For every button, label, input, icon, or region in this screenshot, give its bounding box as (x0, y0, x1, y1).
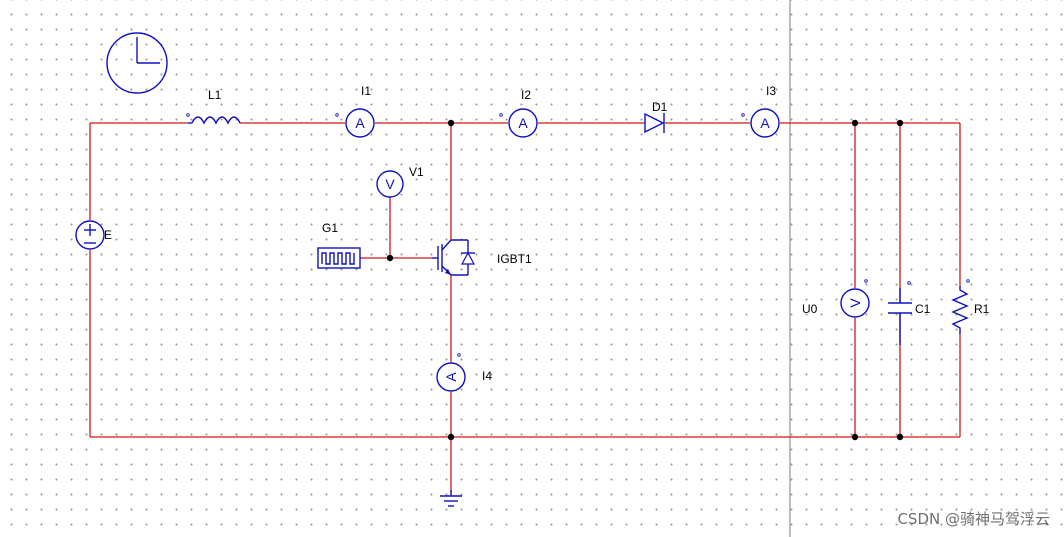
polarity-mark (186, 113, 190, 117)
ammeter-i4[interactable]: A I4 (436, 353, 492, 392)
ammeter-i3[interactable]: A I3 (741, 84, 780, 138)
gate-signal-source-g1[interactable]: G1 (317, 221, 361, 269)
ammeter-symbol: A (443, 372, 459, 382)
polarity-mark (907, 281, 911, 285)
voltmeter-symbol: V (847, 298, 863, 308)
igbt-switch[interactable]: IGBT1 (432, 239, 532, 276)
ammeter-symbol: A (518, 115, 528, 131)
ammeter-symbol: A (760, 115, 770, 131)
voltmeter-u0[interactable]: V U0 (802, 279, 870, 318)
ammeter-label: I3 (766, 84, 776, 98)
ammeter-i2[interactable]: A I2 (499, 88, 538, 138)
clock-icon[interactable] (106, 32, 168, 94)
ammeter-label: I2 (521, 88, 531, 102)
wires (89, 122, 961, 493)
watermark: CSDN @骑神马驾浮云 (897, 510, 1050, 528)
junction-dot (447, 119, 455, 127)
junction-dot (896, 119, 904, 127)
junction-dot (896, 433, 904, 441)
ammeter-i1[interactable]: A I1 (335, 84, 375, 138)
capacitor-c1[interactable]: C1 (888, 281, 931, 345)
ammeter-label: I4 (482, 369, 492, 383)
igbt-label: IGBT1 (497, 252, 532, 266)
polarity-mark (966, 279, 970, 283)
polarity-mark (335, 113, 339, 117)
voltmeter-symbol: V (385, 176, 395, 192)
junction-dot (447, 433, 455, 441)
polarity-mark (864, 279, 868, 283)
source-label: E (104, 228, 112, 242)
voltmeter-v1[interactable]: V V1 (376, 165, 424, 198)
diode-label: D1 (652, 100, 668, 114)
junction-dot (851, 433, 859, 441)
resistor-label: R1 (974, 302, 990, 316)
capacitor-label: C1 (915, 302, 931, 316)
ammeter-label: I1 (361, 84, 371, 98)
junctions (386, 119, 904, 441)
ground-icon[interactable] (440, 490, 462, 507)
polarity-mark (457, 353, 461, 357)
voltmeter-label: V1 (409, 165, 424, 179)
polarity-mark (499, 113, 503, 117)
junction-dot (851, 119, 859, 127)
ammeter-symbol: A (355, 115, 365, 131)
junction-dot (386, 254, 394, 262)
inductor-label: L1 (208, 88, 222, 102)
voltmeter-label: U0 (802, 302, 818, 316)
resistor-r1[interactable]: R1 (951, 279, 990, 334)
inductor-l1[interactable]: L1 (186, 88, 241, 125)
polarity-mark (741, 113, 745, 117)
diode-d1[interactable]: D1 (644, 100, 668, 134)
dc-voltage-source-e[interactable]: E (75, 220, 112, 250)
gate-source-label: G1 (322, 221, 338, 235)
